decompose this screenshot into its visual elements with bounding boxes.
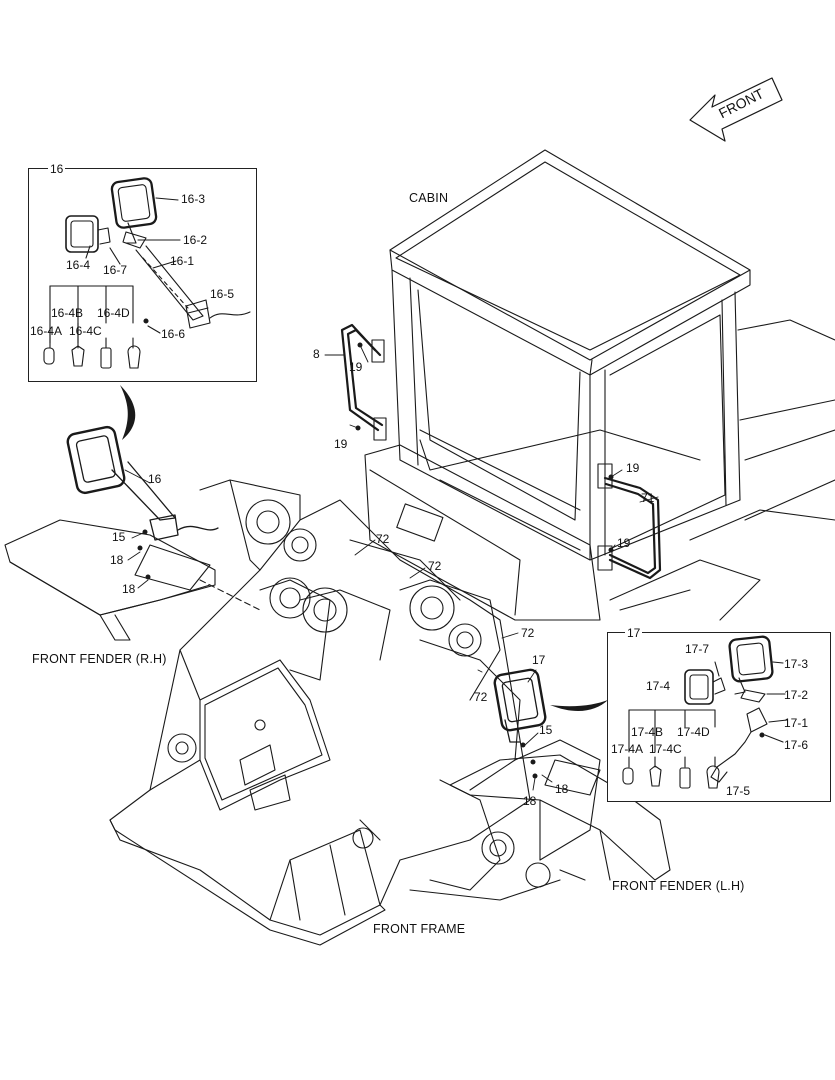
label-16-4D: 16-4D (97, 306, 130, 320)
callout-16: 16 (148, 472, 162, 486)
callout-72-d: 72 (474, 690, 488, 704)
label-17-5: 17-5 (726, 784, 751, 798)
label-17-4A: 17-4A (611, 742, 644, 756)
detail-17-drawing (622, 635, 788, 789)
front-fender-rh-label: FRONT FENDER (R.H) (32, 652, 167, 666)
fasteners (137, 342, 614, 779)
callout-72-c: 72 (521, 626, 535, 640)
callout-72-a: 72 (376, 532, 390, 546)
callout-71: 71 (641, 491, 655, 505)
front-fender-lh-label: FRONT FENDER (L.H) (612, 879, 745, 893)
callout-15-right: 15 (539, 723, 553, 737)
cabin-label: CABIN (409, 191, 449, 205)
callout-17: 17 (532, 653, 546, 667)
label-17-4D: 17-4D (677, 725, 710, 739)
label-16-2: 16-2 (183, 233, 208, 247)
label-17-7: 17-7 (685, 642, 710, 656)
label-16-1: 16-1 (170, 254, 195, 268)
leader-lines (124, 344, 659, 791)
handrail-8-drawing (340, 323, 384, 432)
cabin-drawing (364, 149, 835, 621)
label-17-2: 17-2 (784, 688, 809, 702)
front-frame-drawing (109, 479, 601, 946)
detail-16-pointer (120, 385, 136, 440)
label-16-3: 16-3 (181, 192, 206, 206)
label-16-4A: 16-4A (30, 324, 63, 338)
callout-18-right-lower: 18 (523, 794, 537, 808)
callout-19-upper: 19 (349, 360, 363, 374)
mirror-17-main-drawing (493, 668, 547, 743)
callout-19-right-lower: 19 (617, 536, 631, 550)
front-frame-label: FRONT FRAME (373, 922, 466, 936)
callout-8: 8 (313, 347, 320, 361)
callout-72-b: 72 (428, 559, 442, 573)
detail-16-title: 16 (48, 162, 66, 176)
label-17-3: 17-3 (784, 657, 809, 671)
detail-17-box (607, 632, 831, 802)
label-16-4B: 16-4B (51, 306, 84, 320)
label-16-4: 16-4 (66, 258, 91, 272)
detail-17-title: 17 (625, 626, 643, 640)
label-16-4C: 16-4C (69, 324, 102, 338)
callout-19-lower: 19 (334, 437, 348, 451)
label-16-6: 16-6 (161, 327, 186, 341)
callout-19-right-upper: 19 (626, 461, 640, 475)
label-17-4: 17-4 (646, 679, 671, 693)
front-fender-lh-drawing (449, 754, 671, 881)
frame-pin-bosses (167, 499, 551, 888)
callout-18-left-lower: 18 (122, 582, 136, 596)
callout-18-right-upper: 18 (555, 782, 569, 796)
front-arrow-icon (689, 77, 783, 142)
label-16-7: 16-7 (103, 263, 128, 277)
detail-17-pointer (550, 700, 608, 712)
handrail-71-drawing (603, 476, 662, 580)
label-17-6: 17-6 (784, 738, 809, 752)
label-16-5: 16-5 (210, 287, 235, 301)
detail-16-box (28, 168, 257, 382)
mirror-16-main-drawing (66, 425, 219, 541)
label-17-4B: 17-4B (631, 725, 664, 739)
detail-16-drawing (43, 177, 251, 369)
label-17-4C: 17-4C (649, 742, 682, 756)
callout-18-left-upper: 18 (110, 553, 124, 567)
front-fender-rh-drawing (4, 519, 261, 641)
callout-15-left: 15 (112, 530, 126, 544)
label-17-1: 17-1 (784, 716, 809, 730)
